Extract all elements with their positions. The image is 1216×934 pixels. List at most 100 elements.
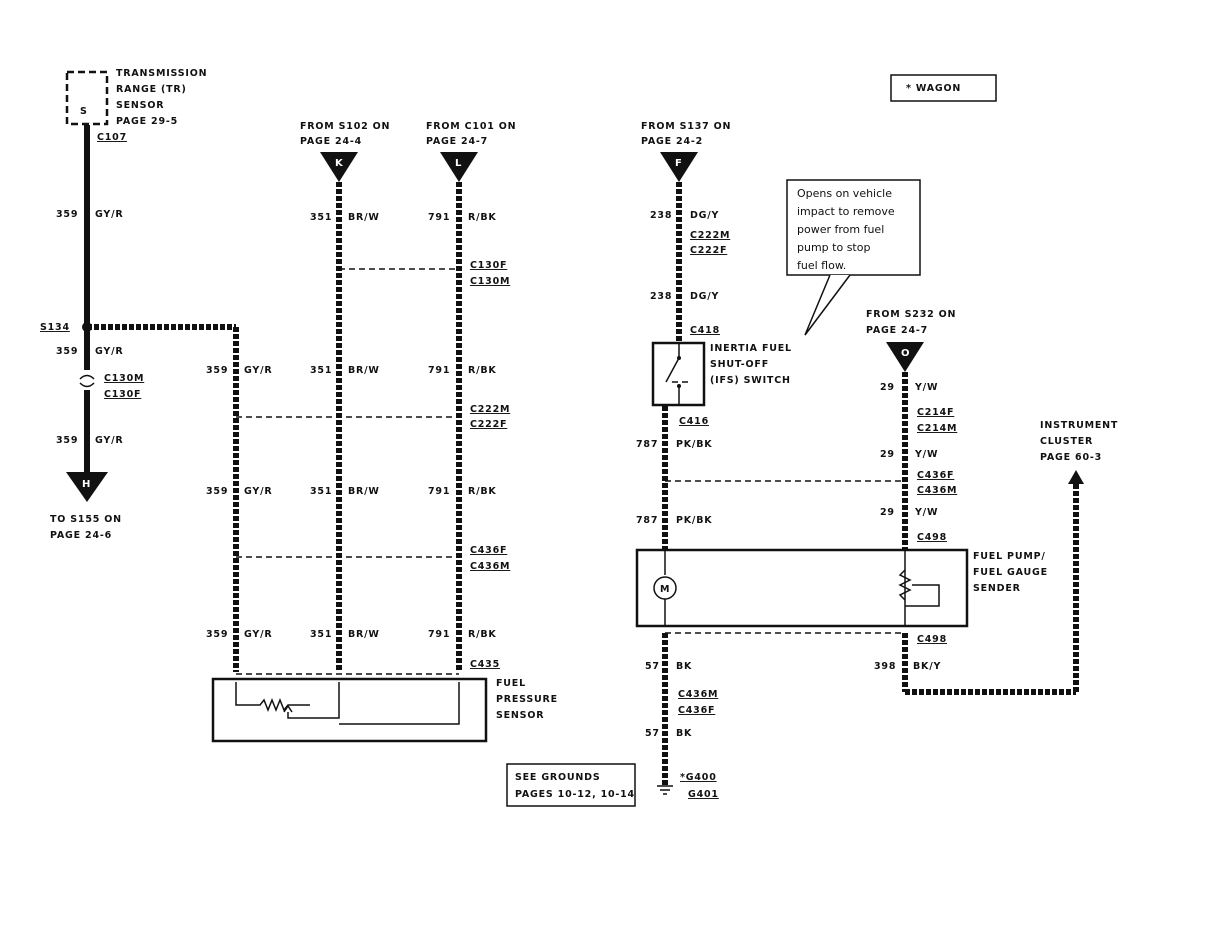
tr-sensor-label-2: RANGE (TR): [116, 84, 187, 95]
connector-c435: C435: [470, 659, 500, 670]
callout-line-1: Opens on vehicle: [797, 187, 892, 200]
wire-color-29-a: Y/W: [914, 382, 938, 393]
wire-color-787-b: PK/BK: [676, 515, 712, 526]
source-l-letter: L: [455, 158, 462, 169]
fuel-pressure-sensor: FUEL PRESSURE SENSOR: [211, 677, 558, 743]
ifs-label-1: INERTIA FUEL: [710, 343, 792, 354]
wire-color-359-d: GY/R: [244, 365, 272, 376]
fuel-pump-label-3: SENDER: [973, 583, 1021, 594]
connector-c130f-left: C130F: [104, 389, 141, 400]
wagon-note: * WAGON: [890, 74, 997, 102]
callout-line-2: impact to remove: [797, 205, 895, 218]
source-f-label-2: PAGE 24-2: [641, 136, 703, 147]
connector-c436f-right: C436F: [917, 470, 954, 481]
fuel-pump-label-1: FUEL PUMP/: [973, 551, 1046, 562]
connector-c222f: C222F: [470, 419, 507, 430]
wire-label-238-a: 238: [650, 210, 672, 221]
source-k-label-1: FROM S102 ON: [300, 121, 390, 132]
fuel-pressure-label-2: PRESSURE: [496, 694, 558, 705]
dest-h-label-1: TO S155 ON: [50, 514, 122, 525]
wire-color-787-a: PK/BK: [676, 439, 712, 450]
wire-color-57-a: BK: [676, 661, 692, 672]
fuel-pressure-label-1: FUEL: [496, 678, 526, 689]
wire-label-787-b: 787: [636, 515, 658, 526]
ground-g400: *G400: [680, 772, 717, 783]
wire-label-29-c: 29: [880, 507, 895, 518]
source-k-letter: K: [335, 158, 344, 169]
fuel-pressure-label-3: SENSOR: [496, 710, 544, 721]
connector-c222m-right: C222M: [690, 230, 730, 241]
source-f-letter: F: [675, 158, 682, 169]
ifs-label-2: SHUT-OFF: [710, 359, 769, 370]
grounds-note-line-2: PAGES 10-12, 10-14: [515, 789, 635, 800]
wire-color-791-d: R/BK: [468, 629, 497, 640]
wagon-note-text: * WAGON: [906, 83, 961, 94]
source-f: FROM S137 ON PAGE 24-2 F: [641, 121, 731, 182]
connector-c130f: C130F: [470, 260, 507, 271]
instrument-label-1: INSTRUMENT: [1040, 420, 1118, 431]
connector-c436f: C436F: [470, 545, 507, 556]
splice-label: S134: [40, 322, 70, 333]
wire-label-359-c: 359: [56, 435, 78, 446]
source-l-label-2: PAGE 24-7: [426, 136, 488, 147]
wire-color-359-a: GY/R: [95, 209, 123, 220]
wire-color-791-c: R/BK: [468, 486, 497, 497]
tr-sensor: S TRANSMISSION RANGE (TR) SENSOR PAGE 29…: [65, 68, 207, 143]
wire-color-359-b: GY/R: [95, 346, 123, 357]
source-o-letter: O: [901, 348, 910, 359]
tr-sensor-label-3: SENSOR: [116, 100, 164, 111]
wire-color-351-d: BR/W: [348, 629, 380, 640]
wire-label-29-a: 29: [880, 382, 895, 393]
callout-line-4: pump to stop: [797, 241, 870, 254]
wire-color-238-a: DG/Y: [690, 210, 719, 221]
wire-label-791-c: 791: [428, 486, 450, 497]
fuel-pump-label-2: FUEL GAUGE: [973, 567, 1048, 578]
wire-label-57-b: 57: [645, 728, 660, 739]
connector-c214f: C214F: [917, 407, 954, 418]
wire-color-351-a: BR/W: [348, 212, 380, 223]
callout-box: Opens on vehicle impact to remove power …: [786, 179, 921, 336]
wire-label-398: 398: [874, 661, 896, 672]
ifs-switch: INERTIA FUEL SHUT-OFF (IFS) SWITCH: [651, 341, 792, 407]
tr-sensor-pin: S: [80, 106, 88, 117]
fuel-pump-sender: M FUEL PUMP/ FUEL GAUGE SENDER: [635, 548, 1048, 628]
wire-label-359-b: 359: [56, 346, 78, 357]
grounds-note-line-1: SEE GROUNDS: [515, 772, 601, 783]
grounds-note: SEE GROUNDS PAGES 10-12, 10-14: [506, 763, 636, 807]
connector-c436m: C436M: [470, 561, 510, 572]
source-l: FROM C101 ON PAGE 24-7 L: [426, 121, 516, 182]
wire-color-359-c: GY/R: [95, 435, 123, 446]
wire-color-351-c: BR/W: [348, 486, 380, 497]
wire-label-351-a: 351: [310, 212, 332, 223]
wire-label-787-a: 787: [636, 439, 658, 450]
dest-h-label-2: PAGE 24-6: [50, 530, 112, 541]
callout-line-3: power from fuel: [797, 223, 884, 236]
ifs-label-3: (IFS) SWITCH: [710, 375, 791, 386]
connector-c222f-right: C222F: [690, 245, 727, 256]
ground-icon: [657, 785, 673, 795]
wire-label-359-d: 359: [206, 365, 228, 376]
wire-label-351-c: 351: [310, 486, 332, 497]
connector-c418: C418: [690, 325, 720, 336]
wire-label-29-b: 29: [880, 449, 895, 460]
wire-label-238-b: 238: [650, 291, 672, 302]
wire-color-351-b: BR/W: [348, 365, 380, 376]
connector-c222m: C222M: [470, 404, 510, 415]
wire-label-351-b: 351: [310, 365, 332, 376]
connector-c107: C107: [97, 132, 127, 143]
wire-label-359-e: 359: [206, 486, 228, 497]
wire-label-359-a: 359: [56, 209, 78, 220]
source-f-label-1: FROM S137 ON: [641, 121, 731, 132]
connector-c130m: C130M: [470, 276, 510, 287]
wire-label-359-f: 359: [206, 629, 228, 640]
tr-sensor-label-1: TRANSMISSION: [116, 68, 207, 79]
instrument-label-3: PAGE 60-3: [1040, 452, 1102, 463]
connector-c436m-ground: C436M: [678, 689, 718, 700]
source-k-label-2: PAGE 24-4: [300, 136, 362, 147]
ground-g400-text: G400: [686, 772, 717, 783]
fuel-pump-motor-letter: M: [660, 584, 670, 595]
wire-color-238-b: DG/Y: [690, 291, 719, 302]
wire-color-29-b: Y/W: [914, 449, 938, 460]
wire-color-791-b: R/BK: [468, 365, 497, 376]
